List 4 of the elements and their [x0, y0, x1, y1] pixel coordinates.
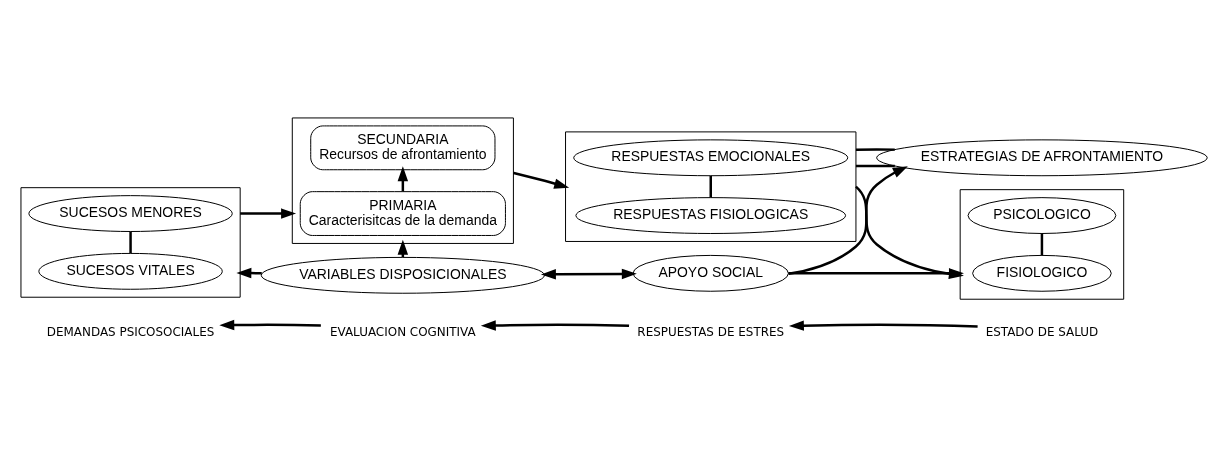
node-text: EVALUACION COGNITIVA	[330, 325, 476, 340]
node-text: RESPUESTAS DE ESTRES	[637, 325, 785, 340]
node-text: ESTADO DE SALUD	[985, 325, 1099, 340]
node-text: DEMANDAS PSICOSOCIALES	[46, 325, 215, 340]
